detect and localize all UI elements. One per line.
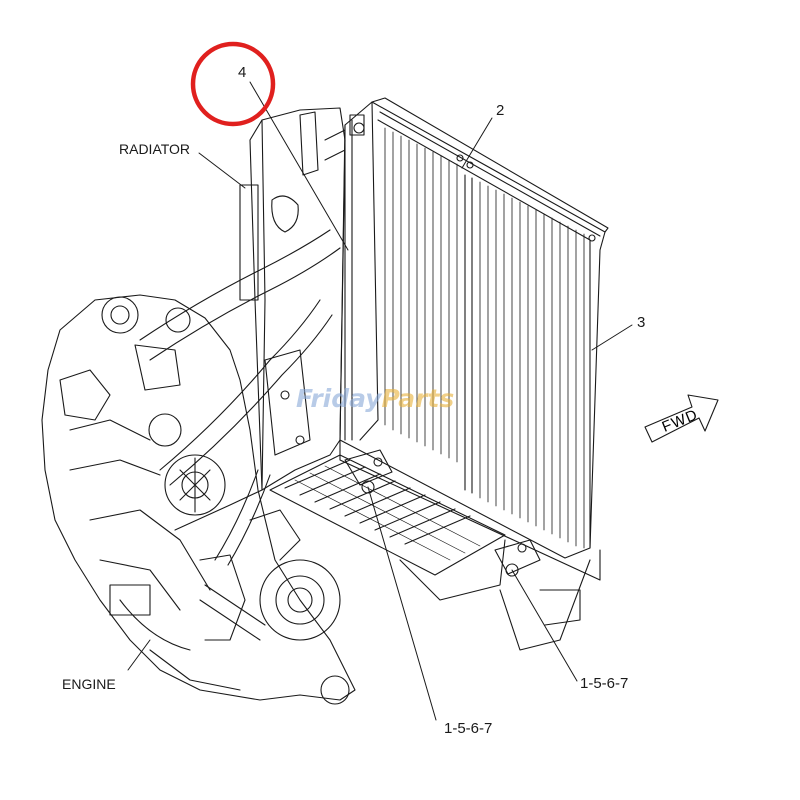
callout-1567-right: 1-5-6-7 (580, 675, 629, 692)
watermark-part2: Parts (381, 384, 455, 413)
highlight-circle (190, 41, 276, 127)
callout-item-3: 3 (637, 314, 646, 331)
callout-radiator: RADIATOR (119, 141, 191, 157)
mounting-brackets (344, 449, 541, 577)
base-tray (269, 439, 601, 651)
engine-block (41, 294, 356, 705)
callout-item-4: 4 (238, 64, 247, 81)
leader-lines (127, 81, 633, 721)
watermark-logo: FridayParts (296, 386, 454, 411)
watermark-part1: Friday (296, 384, 382, 413)
top-tank (371, 97, 609, 242)
callout-engine: ENGINE (62, 676, 116, 692)
callout-item-2: 2 (496, 102, 505, 119)
cooler-core (339, 101, 606, 559)
radiator-shroud (239, 107, 346, 491)
callout-1567-bottom: 1-5-6-7 (444, 720, 493, 737)
fwd-arrow-icon (644, 394, 719, 443)
coolant-hoses (139, 229, 341, 641)
